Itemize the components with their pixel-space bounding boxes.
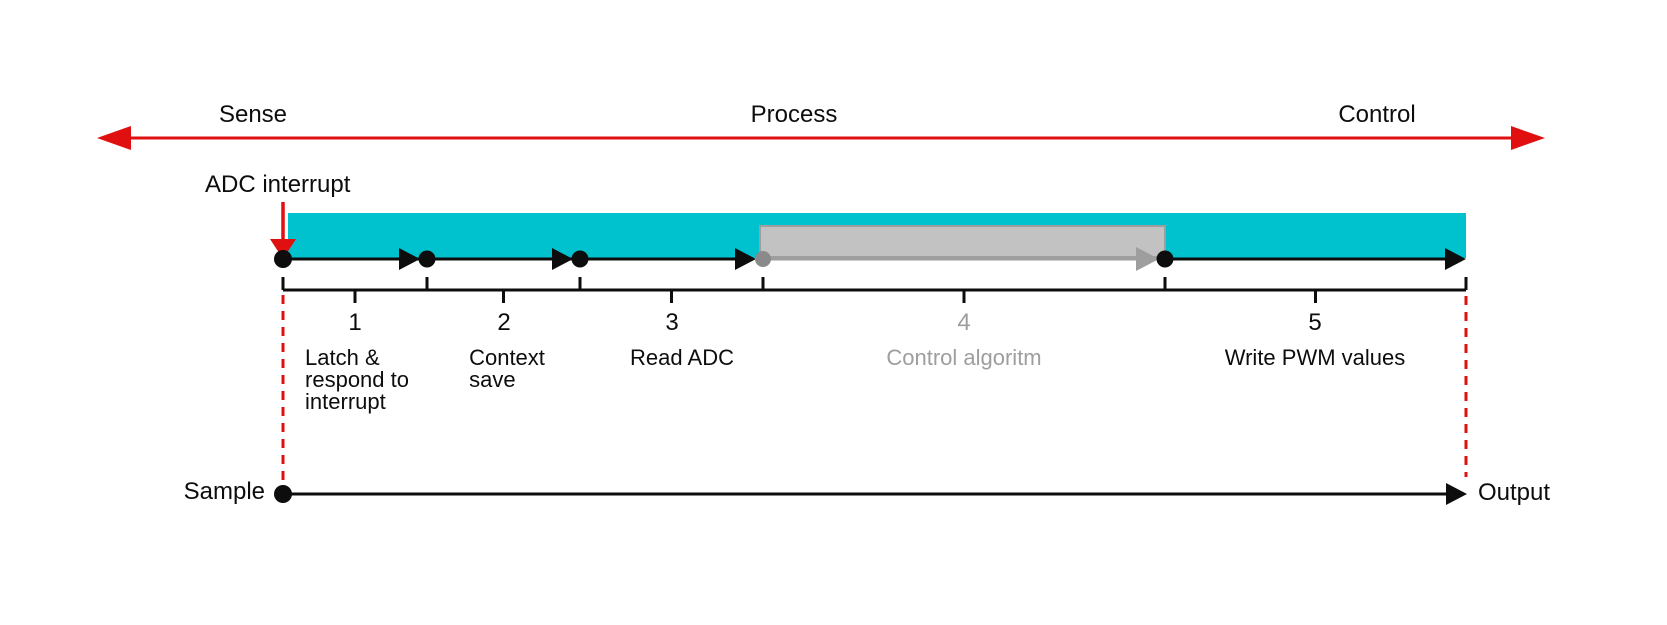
event-dot-5: [1156, 250, 1174, 268]
sample-label: Sample: [183, 478, 265, 505]
segment-label-context-save: Context save: [469, 345, 545, 392]
step-arrowhead-4-gray: [1136, 247, 1159, 271]
phase-axis-right-arrowhead: [1511, 126, 1545, 150]
step-arrowhead-2: [552, 248, 573, 270]
event-dot-2: [418, 250, 436, 268]
output-arrowhead: [1446, 483, 1467, 505]
adc-interrupt-label: ADC interrupt: [205, 171, 351, 198]
phase-axis-left-arrowhead: [97, 126, 131, 150]
segment-number-3: 3: [665, 309, 679, 336]
segment-label-latch-respond: Latch & respond to interrupt: [305, 345, 409, 414]
phase-label-sense: Sense: [218, 101, 288, 128]
segment-number-5: 5: [1308, 309, 1322, 336]
sample-dot: [274, 485, 292, 503]
segment-number-4: 4: [957, 309, 971, 336]
event-dot-3: [571, 250, 589, 268]
adc-interrupt-arrow: [270, 202, 296, 259]
step-arrowhead-5: [1445, 248, 1466, 270]
segment-label-write-pwm: Write PWM values: [1224, 345, 1406, 370]
ruler-bracket: [281, 277, 1468, 303]
step-arrowhead-3: [735, 248, 756, 270]
segment-label-read-adc: Read ADC: [630, 345, 734, 370]
phase-label-process: Process: [750, 101, 838, 128]
output-label: Output: [1478, 479, 1551, 506]
segment-label-control-algorithm: Control algoritm: [886, 345, 1042, 370]
event-dot-interrupt: [274, 250, 292, 268]
phase-label-control: Control: [1338, 101, 1416, 128]
event-dot-4-gray: [755, 251, 771, 267]
segment-number-2: 2: [497, 309, 511, 336]
control-algorithm-bar: [759, 225, 1166, 258]
segment-number-1: 1: [348, 309, 362, 336]
phase-axis-arrow: [97, 126, 1545, 150]
step-arrowhead-1: [399, 248, 420, 270]
